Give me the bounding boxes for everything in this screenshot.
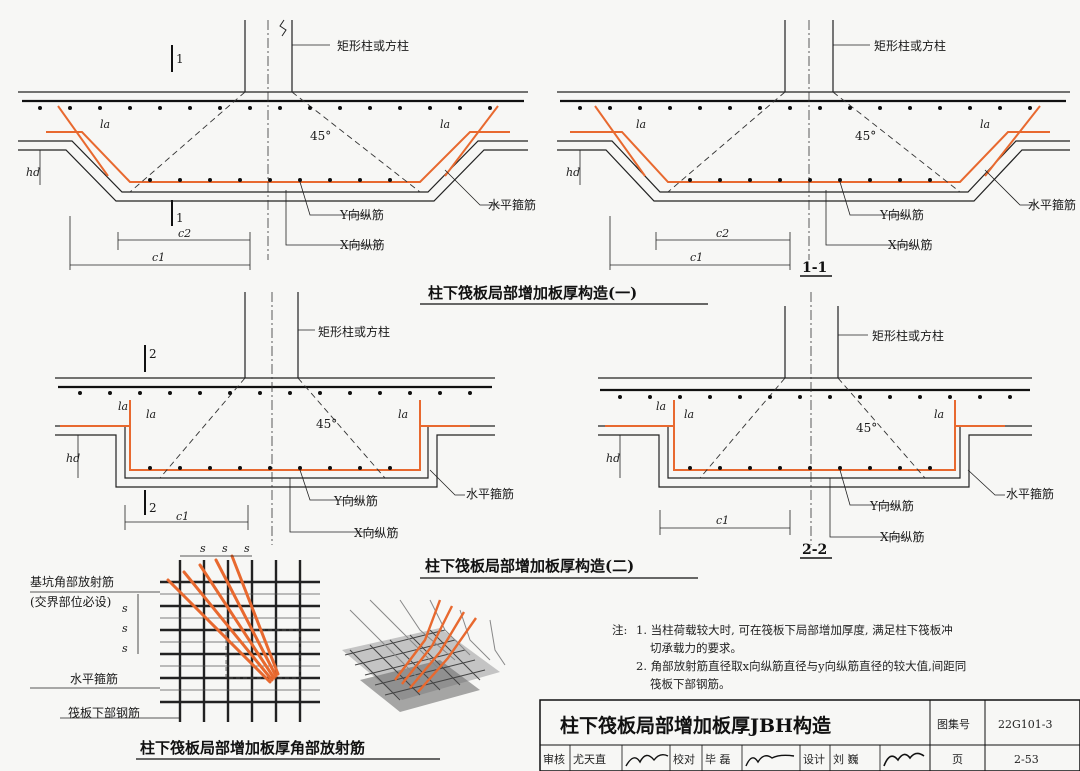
hoop-label: 水平箍筋 xyxy=(1006,486,1054,501)
radial-bar-label: 基坑角部放射筋 xyxy=(30,574,114,589)
hd-label: hd xyxy=(26,166,40,179)
checker-signature xyxy=(745,754,795,767)
designer-name: 刘 巍 xyxy=(833,753,859,766)
section-title-2-2: 2-2 xyxy=(802,542,827,558)
bottom-bar-label: 筏板下部钢筋 xyxy=(68,705,140,720)
corner-radial-detail: s s s s s s 基坑角部放射筋 (交界部位必设) 水平箍筋 筏板下部钢筋 xyxy=(30,542,320,722)
detail-1-plan: 矩形柱或方柱 45° Y向纵筋 X向纵筋 水平箍筋 la la hd c2 c1… xyxy=(18,19,536,270)
spacing-label: s xyxy=(222,542,228,555)
page-label: 页 xyxy=(952,753,963,766)
column-label: 矩形柱或方柱 xyxy=(874,38,946,53)
la-label: la xyxy=(636,118,646,131)
y-bar-label: Y向纵筋 xyxy=(869,498,914,513)
notes-block: 注: 1. 当柱荷载较大时, 可在筏板下局部增加厚度, 满足柱下筏板冲 切承载力… xyxy=(612,623,966,691)
note-1-line-1: 1. 当柱荷载较大时, 可在筏板下局部增加厚度, 满足柱下筏板冲 xyxy=(636,623,953,637)
note-2-line-1: 2. 角部放射筋直径取x向纵筋直径与y向纵筋直径的较大值,间距同 xyxy=(636,659,966,673)
column-label: 矩形柱或方柱 xyxy=(318,324,390,339)
spacing-label: s xyxy=(122,602,128,615)
la-label: la xyxy=(980,118,990,131)
caption-corner-detail: 柱下筏板局部增加板厚角部放射筋 xyxy=(140,739,365,757)
hd-label: hd xyxy=(66,452,80,465)
design-label: 设计 xyxy=(803,753,825,766)
reviewer-signature xyxy=(625,753,669,767)
la-label: la xyxy=(398,408,408,421)
hd-label: hd xyxy=(566,166,580,179)
c2-label: c2 xyxy=(178,227,191,240)
caption-detail-one: 柱下筏板局部增加板厚构造(一) xyxy=(428,284,637,302)
angle-label: 45° xyxy=(855,129,876,143)
x-bar-label: X向纵筋 xyxy=(340,237,385,252)
c1-label: c1 xyxy=(690,251,703,264)
section-mark: 1 xyxy=(176,211,184,225)
section-mark: 1 xyxy=(176,52,184,66)
detail-1-1-section: 矩形柱或方柱 45° Y向纵筋 X向纵筋 水平箍筋 la la hd c2 c1… xyxy=(557,20,1076,277)
caption-detail-two: 柱下筏板局部增加板厚构造(二) xyxy=(425,557,634,575)
column-label: 矩形柱或方柱 xyxy=(872,328,944,343)
section-mark: 2 xyxy=(149,347,157,361)
review-label: 审核 xyxy=(543,752,565,766)
c1-label: c1 xyxy=(716,514,729,527)
spacing-label: s xyxy=(200,542,206,555)
x-bar-label: X向纵筋 xyxy=(354,525,399,540)
radial-bar-note: (交界部位必设) xyxy=(30,594,111,609)
drawing-title: 柱下筏板局部增加板厚JBH构造 xyxy=(560,714,832,737)
spacing-label: s xyxy=(244,542,250,555)
la-label: la xyxy=(934,408,944,421)
c2-label: c2 xyxy=(716,227,729,240)
detail-2-plan: 矩形柱或方柱 45° Y向纵筋 X向纵筋 水平箍筋 la la la hd c1… xyxy=(55,292,514,545)
spacing-label: s xyxy=(122,622,128,635)
column-label: 矩形柱或方柱 xyxy=(337,38,409,53)
c1-label: c1 xyxy=(152,251,165,264)
y-bar-label: Y向纵筋 xyxy=(879,207,924,222)
c1-label: c1 xyxy=(176,510,189,523)
x-bar-label: X向纵筋 xyxy=(880,529,925,544)
title-block: 柱下筏板局部增加板厚JBH构造 图集号 22G101-3 审核 尤天直 校对 毕… xyxy=(539,699,1080,771)
la-label: la xyxy=(684,408,694,421)
atlas-label: 图集号 xyxy=(937,717,970,731)
detail-2-2-section: 矩形柱或方柱 45° Y向纵筋 X向纵筋 水平箍筋 la la la hd c1… xyxy=(598,292,1054,559)
page-number: 2-53 xyxy=(1014,753,1039,766)
reviewer-name: 尤天直 xyxy=(573,752,606,766)
section-title-1-1: 1-1 xyxy=(802,260,827,276)
hd-label: hd xyxy=(606,452,620,465)
hoop-label: 水平箍筋 xyxy=(1028,197,1076,212)
angle-label: 45° xyxy=(310,129,331,143)
la-label: la xyxy=(146,408,156,421)
la-label: la xyxy=(440,118,450,131)
notes-prefix: 注: xyxy=(612,623,627,637)
la-label: la xyxy=(118,400,128,413)
designer-signature xyxy=(883,752,925,767)
note-1-line-2: 切承载力的要求。 xyxy=(650,641,742,655)
hoop-label-corner: 水平箍筋 xyxy=(70,671,118,686)
angle-label: 45° xyxy=(316,417,337,431)
y-bar-label: Y向纵筋 xyxy=(339,207,384,222)
hoop-label: 水平箍筋 xyxy=(488,197,536,212)
hoop-label: 水平箍筋 xyxy=(466,486,514,501)
section-mark: 2 xyxy=(149,501,157,515)
rebar-3d-illustration xyxy=(342,599,506,712)
atlas-number: 22G101-3 xyxy=(998,718,1053,731)
note-2-line-2: 筏板下部钢筋。 xyxy=(650,677,731,691)
x-bar-label: X向纵筋 xyxy=(888,237,933,252)
check-label: 校对 xyxy=(673,752,695,766)
y-bar-label: Y向纵筋 xyxy=(333,493,378,508)
la-label: la xyxy=(100,118,110,131)
checker-name: 毕 磊 xyxy=(705,753,731,766)
la-label: la xyxy=(656,400,666,413)
spacing-label: s xyxy=(122,642,128,655)
angle-label: 45° xyxy=(856,421,877,435)
